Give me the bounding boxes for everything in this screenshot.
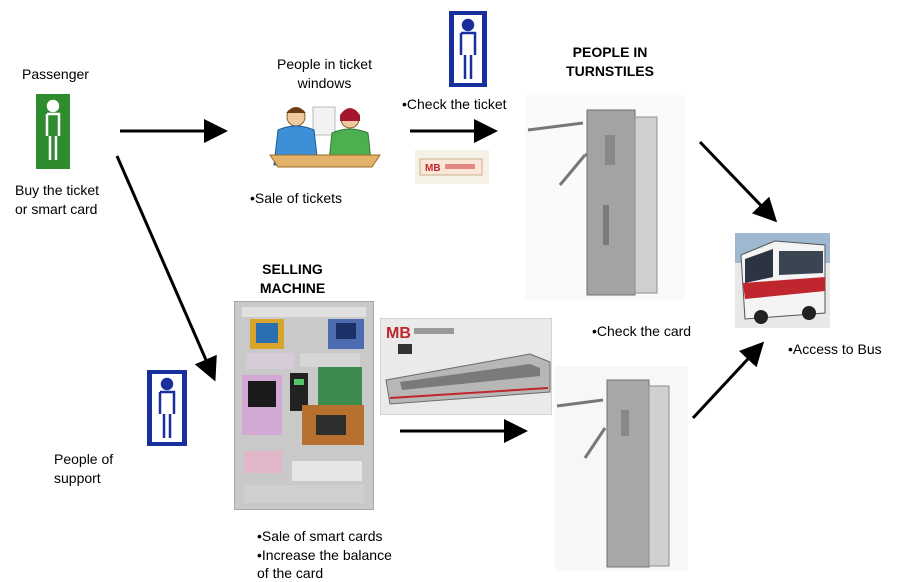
check-card-label: •Check the card [592, 323, 692, 339]
passenger-person-icon [36, 94, 70, 169]
selling-machine-title-line2: MACHINE [259, 280, 326, 296]
access-bus-label: •Access to Bus [788, 341, 882, 357]
arrow-turnstile2-to-bus [691, 341, 765, 420]
ticket-image: MB [415, 150, 489, 184]
support-person-icon [147, 370, 187, 446]
turnstiles-title-line1: PEOPLE IN [572, 44, 648, 60]
support-label-line2: support [54, 470, 101, 486]
selling-machine-image [234, 301, 374, 510]
bus-image [735, 233, 830, 328]
ticket-checker-person-icon [449, 11, 487, 87]
smart-cards-sale-line2: •Increase the balance [257, 547, 392, 563]
check-ticket-label: •Check the ticket [402, 96, 507, 112]
ticket-window-clerks-image [268, 95, 383, 180]
smart-cards-sale-line3: of the card [257, 565, 324, 581]
turnstile-image-bottom [555, 366, 688, 571]
buy-ticket-label-line2: or smart card [15, 201, 98, 217]
passenger-label: Passenger [22, 66, 89, 82]
ticket-brand-text: MB [425, 163, 441, 174]
arrow-passenger-to-machine [115, 155, 217, 382]
card-brand-text: MB [386, 325, 411, 342]
turnstiles-title-line2: TURNSTILES [566, 63, 654, 79]
ticket-windows-label-line2: windows [297, 75, 352, 91]
sale-of-tickets-label: •Sale of tickets [250, 190, 343, 206]
support-label-line1: People of [54, 451, 114, 467]
selling-machine-title-line1: SELLING [262, 261, 323, 277]
ticket-windows-label-line1: People in ticket [277, 56, 372, 72]
buy-ticket-label-line1: Buy the ticket [15, 182, 100, 198]
smart-cards-sale-line1: •Sale of smart cards [257, 528, 383, 544]
smart-card-image: MB [380, 318, 552, 415]
arrow-turnstile-to-bus [698, 140, 778, 223]
turnstile-image-top [525, 95, 685, 300]
